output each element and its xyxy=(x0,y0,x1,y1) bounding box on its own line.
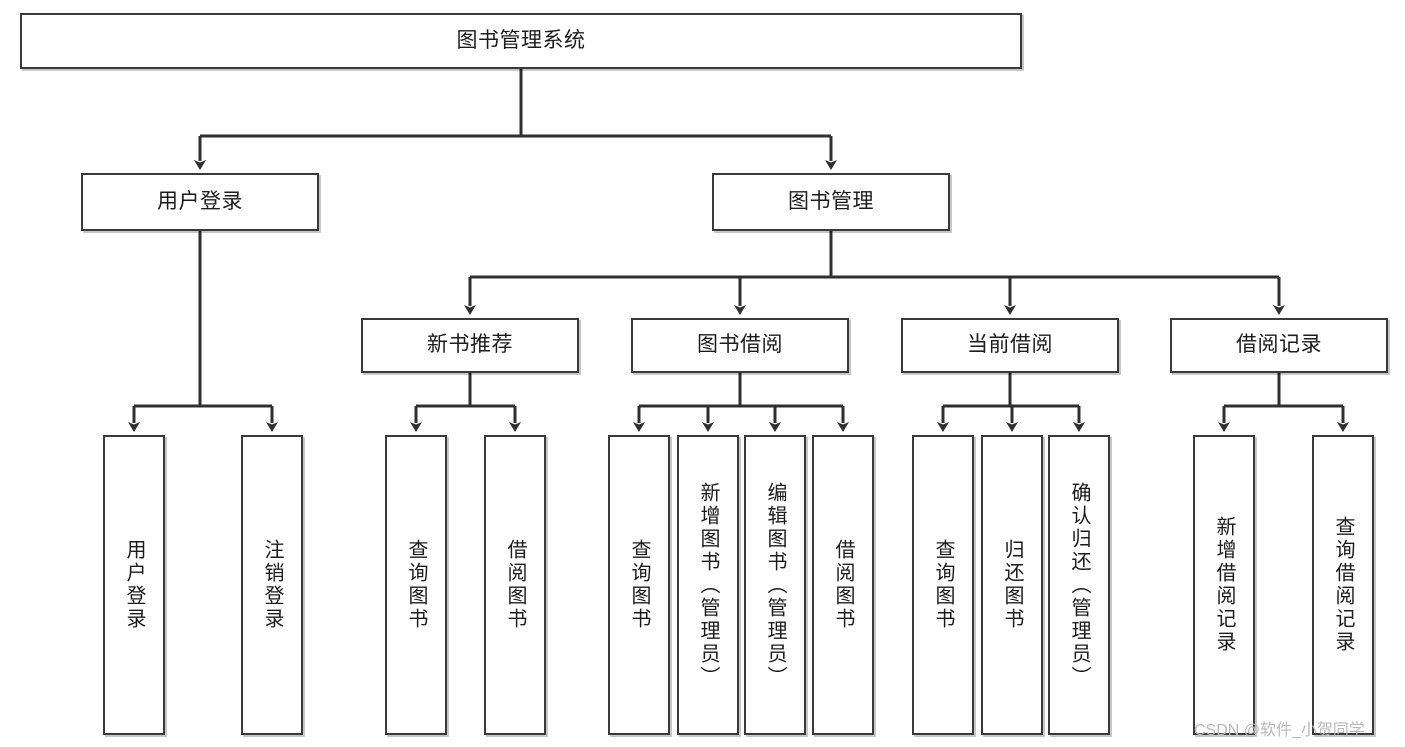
level2-node-0-box[interactable]: 新书推荐 xyxy=(361,318,579,373)
leaf-node-6-label: 编辑图书（管理员） xyxy=(764,481,786,689)
leaf-node-7-box[interactable]: 借阅图书 xyxy=(812,435,874,735)
root-node-0-box[interactable]: 图书管理系统 xyxy=(20,13,1022,69)
level2-node-3-label: 借阅记录 xyxy=(1236,333,1322,357)
leaf-node-1-label: 注销登录 xyxy=(261,539,283,631)
leaf-node-0-box[interactable]: 用户登录 xyxy=(103,435,165,735)
leaf-node-1-box[interactable]: 注销登录 xyxy=(241,435,303,735)
leaf-node-11-label: 新增借阅记录 xyxy=(1213,516,1235,654)
watermark-label: CSDN @软件_小贺同学 xyxy=(1194,722,1365,739)
leaf-node-4-label: 查询图书 xyxy=(628,539,650,631)
level1-node-0-label: 用户登录 xyxy=(157,189,243,213)
level1-node-1-box[interactable]: 图书管理 xyxy=(712,173,950,231)
leaf-node-2-label: 查询图书 xyxy=(405,539,427,631)
leaf-node-11-box[interactable]: 新增借阅记录 xyxy=(1193,435,1255,735)
level2-node-2-box[interactable]: 当前借阅 xyxy=(901,318,1119,373)
leaf-node-3-label: 借阅图书 xyxy=(504,539,526,631)
leaf-node-4-box[interactable]: 查询图书 xyxy=(608,435,670,735)
leaf-node-9-box[interactable]: 归还图书 xyxy=(981,435,1043,735)
root-node-0-label: 图书管理系统 xyxy=(456,28,586,52)
level2-node-3-box[interactable]: 借阅记录 xyxy=(1170,318,1388,373)
leaf-node-3-box[interactable]: 借阅图书 xyxy=(484,435,546,735)
leaf-node-10-label: 确认归还（管理员） xyxy=(1068,481,1090,689)
level2-node-1-box[interactable]: 图书借阅 xyxy=(631,318,849,373)
leaf-node-6-box[interactable]: 编辑图书（管理员） xyxy=(744,435,806,735)
level2-node-0-label: 新书推荐 xyxy=(427,333,513,357)
leaf-node-10-box[interactable]: 确认归还（管理员） xyxy=(1048,435,1110,735)
level1-node-1-label: 图书管理 xyxy=(788,189,874,213)
leaf-node-7-label: 借阅图书 xyxy=(832,539,854,631)
leaf-node-5-label: 新增图书（管理员） xyxy=(697,481,719,689)
leaf-node-8-label: 查询图书 xyxy=(932,539,954,631)
leaf-node-5-box[interactable]: 新增图书（管理员） xyxy=(677,435,739,735)
leaf-node-8-box[interactable]: 查询图书 xyxy=(912,435,974,735)
level1-node-0-box[interactable]: 用户登录 xyxy=(81,173,319,231)
leaf-node-0-label: 用户登录 xyxy=(123,539,145,631)
level2-node-2-label: 当前借阅 xyxy=(967,333,1053,357)
leaf-node-12-label: 查询借阅记录 xyxy=(1332,516,1354,654)
level2-node-1-label: 图书借阅 xyxy=(697,333,783,357)
leaf-node-12-box[interactable]: 查询借阅记录 xyxy=(1312,435,1374,735)
leaf-node-2-box[interactable]: 查询图书 xyxy=(385,435,447,735)
leaf-node-9-label: 归还图书 xyxy=(1001,539,1023,631)
